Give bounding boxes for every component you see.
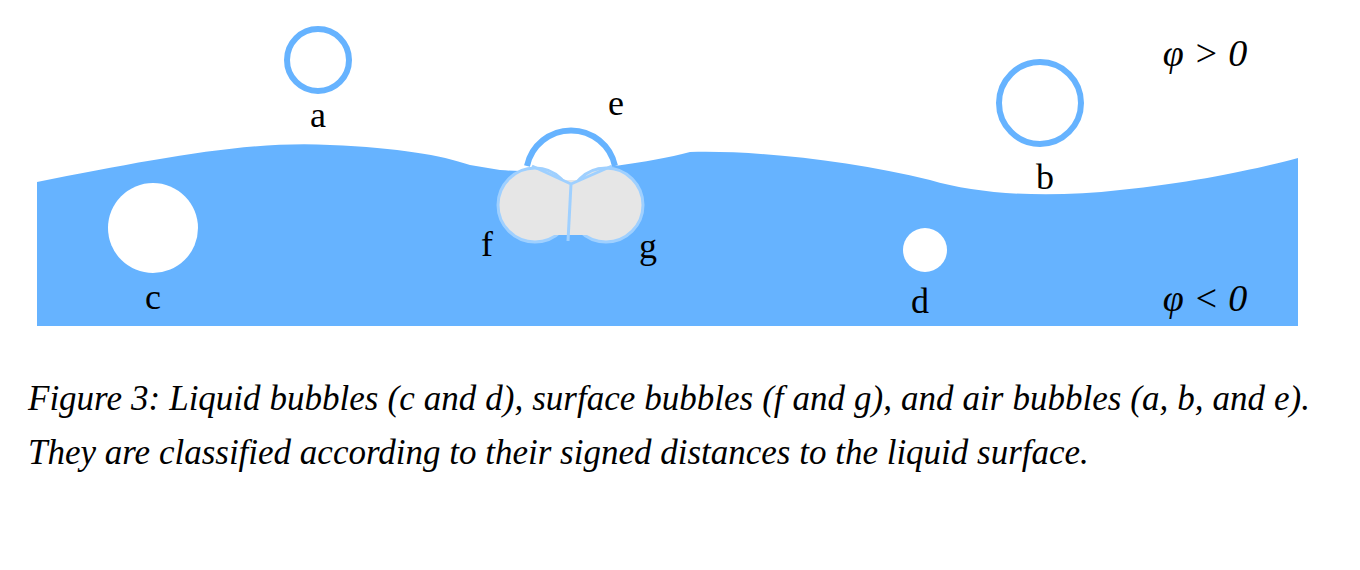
figure-caption: Figure 3: Liquid bubbles (c and d), surf… [28,372,1310,480]
liquid-bubble [108,183,198,273]
air-bubble [287,29,349,91]
liquid-bubble [903,228,947,272]
liquid-body [37,144,1298,326]
bubble-label: d [911,283,929,319]
air-bubble [527,130,615,166]
bubble-label: e [608,85,624,121]
bubble-label: b [1036,159,1054,195]
bubble-label: c [145,279,161,315]
region-label: φ > 0 [1163,34,1248,72]
bubble-illustration [0,0,1360,370]
bubble-label: f [481,226,493,262]
air-bubble [999,62,1081,144]
region-label: φ < 0 [1163,279,1248,317]
bubble-wall [532,166,612,241]
bubble-label: g [639,228,657,264]
bubble-label: a [310,97,326,133]
